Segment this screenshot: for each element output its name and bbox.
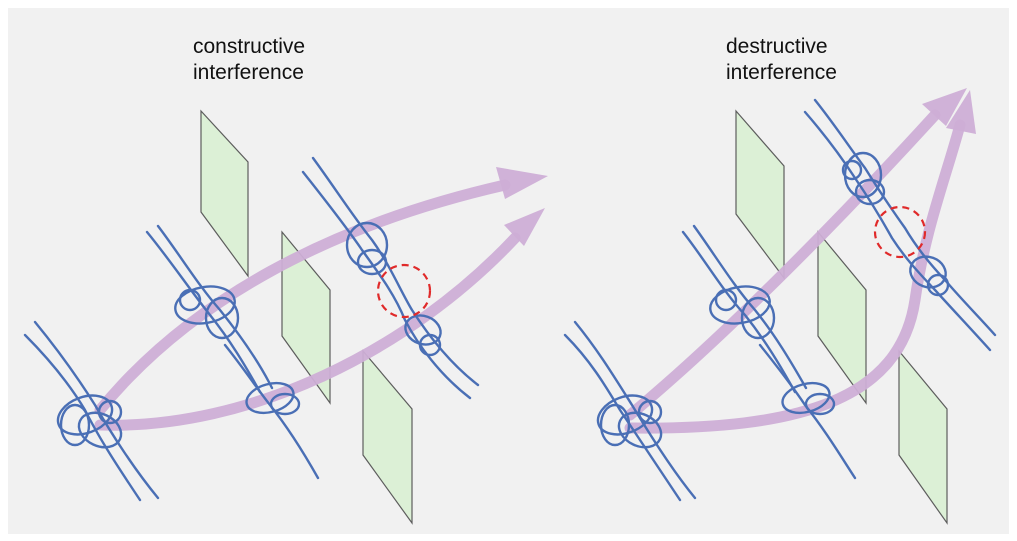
label-constructive-line2: interference	[193, 61, 304, 84]
polymer-strand	[311, 156, 480, 387]
polymer-strand	[803, 110, 992, 352]
polymer-coil	[637, 399, 663, 425]
polymer-coil	[245, 381, 295, 415]
screen-plane	[817, 230, 867, 405]
screen-plane	[362, 349, 413, 525]
screen-plane	[898, 349, 948, 525]
polymer-coil	[418, 333, 442, 357]
polymer-coil	[841, 159, 863, 181]
polymer-coil	[596, 394, 654, 436]
upper-arrowhead	[922, 88, 967, 126]
polymer-strand	[692, 224, 808, 390]
label-destructive-line2: interference	[726, 61, 837, 84]
interference-circle	[873, 205, 927, 259]
polymer-coil	[356, 248, 388, 276]
screen-plane	[735, 109, 785, 280]
lower-arrowhead	[946, 90, 976, 134]
screen-plane	[281, 230, 331, 405]
polymer-coil	[740, 296, 776, 340]
polymer-coil	[926, 273, 950, 297]
screen-plane	[200, 109, 249, 278]
polymer-strand	[33, 320, 160, 500]
polymer-coil	[617, 411, 663, 449]
label-destructive-line1: destructive	[726, 35, 828, 58]
right-polymers	[563, 98, 997, 502]
lower-arrowhead	[504, 208, 545, 246]
polymer-coil	[854, 178, 886, 206]
polymer-coil	[714, 288, 738, 312]
polymer-coil	[97, 399, 123, 425]
polymer-coil	[269, 392, 301, 416]
upper-arrowhead	[496, 167, 548, 199]
polymer-coil	[204, 296, 240, 340]
polymer-strand	[681, 230, 797, 394]
polymer-coil	[599, 403, 631, 447]
left-path-arrows	[94, 167, 548, 431]
polymer-coil	[59, 403, 91, 447]
polymer-strand	[301, 170, 472, 400]
polymer-strand	[156, 224, 274, 390]
polymer-coil	[174, 285, 236, 325]
polymer-strand	[563, 333, 682, 502]
interference-circle	[376, 263, 432, 319]
polymer-coil	[404, 314, 442, 346]
polymer-strand	[573, 320, 697, 500]
left-screens	[200, 109, 413, 525]
right-path-arrows	[624, 88, 976, 434]
right-screens	[735, 109, 948, 525]
label-constructive-line1: constructive	[193, 35, 306, 58]
polymer-strand	[813, 98, 997, 337]
polymer-strand	[145, 230, 262, 394]
polymer-coil	[77, 411, 123, 449]
polymer-coil	[56, 394, 114, 436]
upper-path-arrow	[94, 179, 511, 416]
polymer-coil	[178, 288, 202, 312]
lower-path-arrow	[624, 119, 966, 434]
upper-path-arrow	[624, 109, 941, 421]
left-polymers	[23, 156, 480, 502]
polymer-coil	[345, 221, 389, 269]
lower-path-arrow	[94, 232, 521, 431]
polymer-coil	[804, 392, 836, 416]
